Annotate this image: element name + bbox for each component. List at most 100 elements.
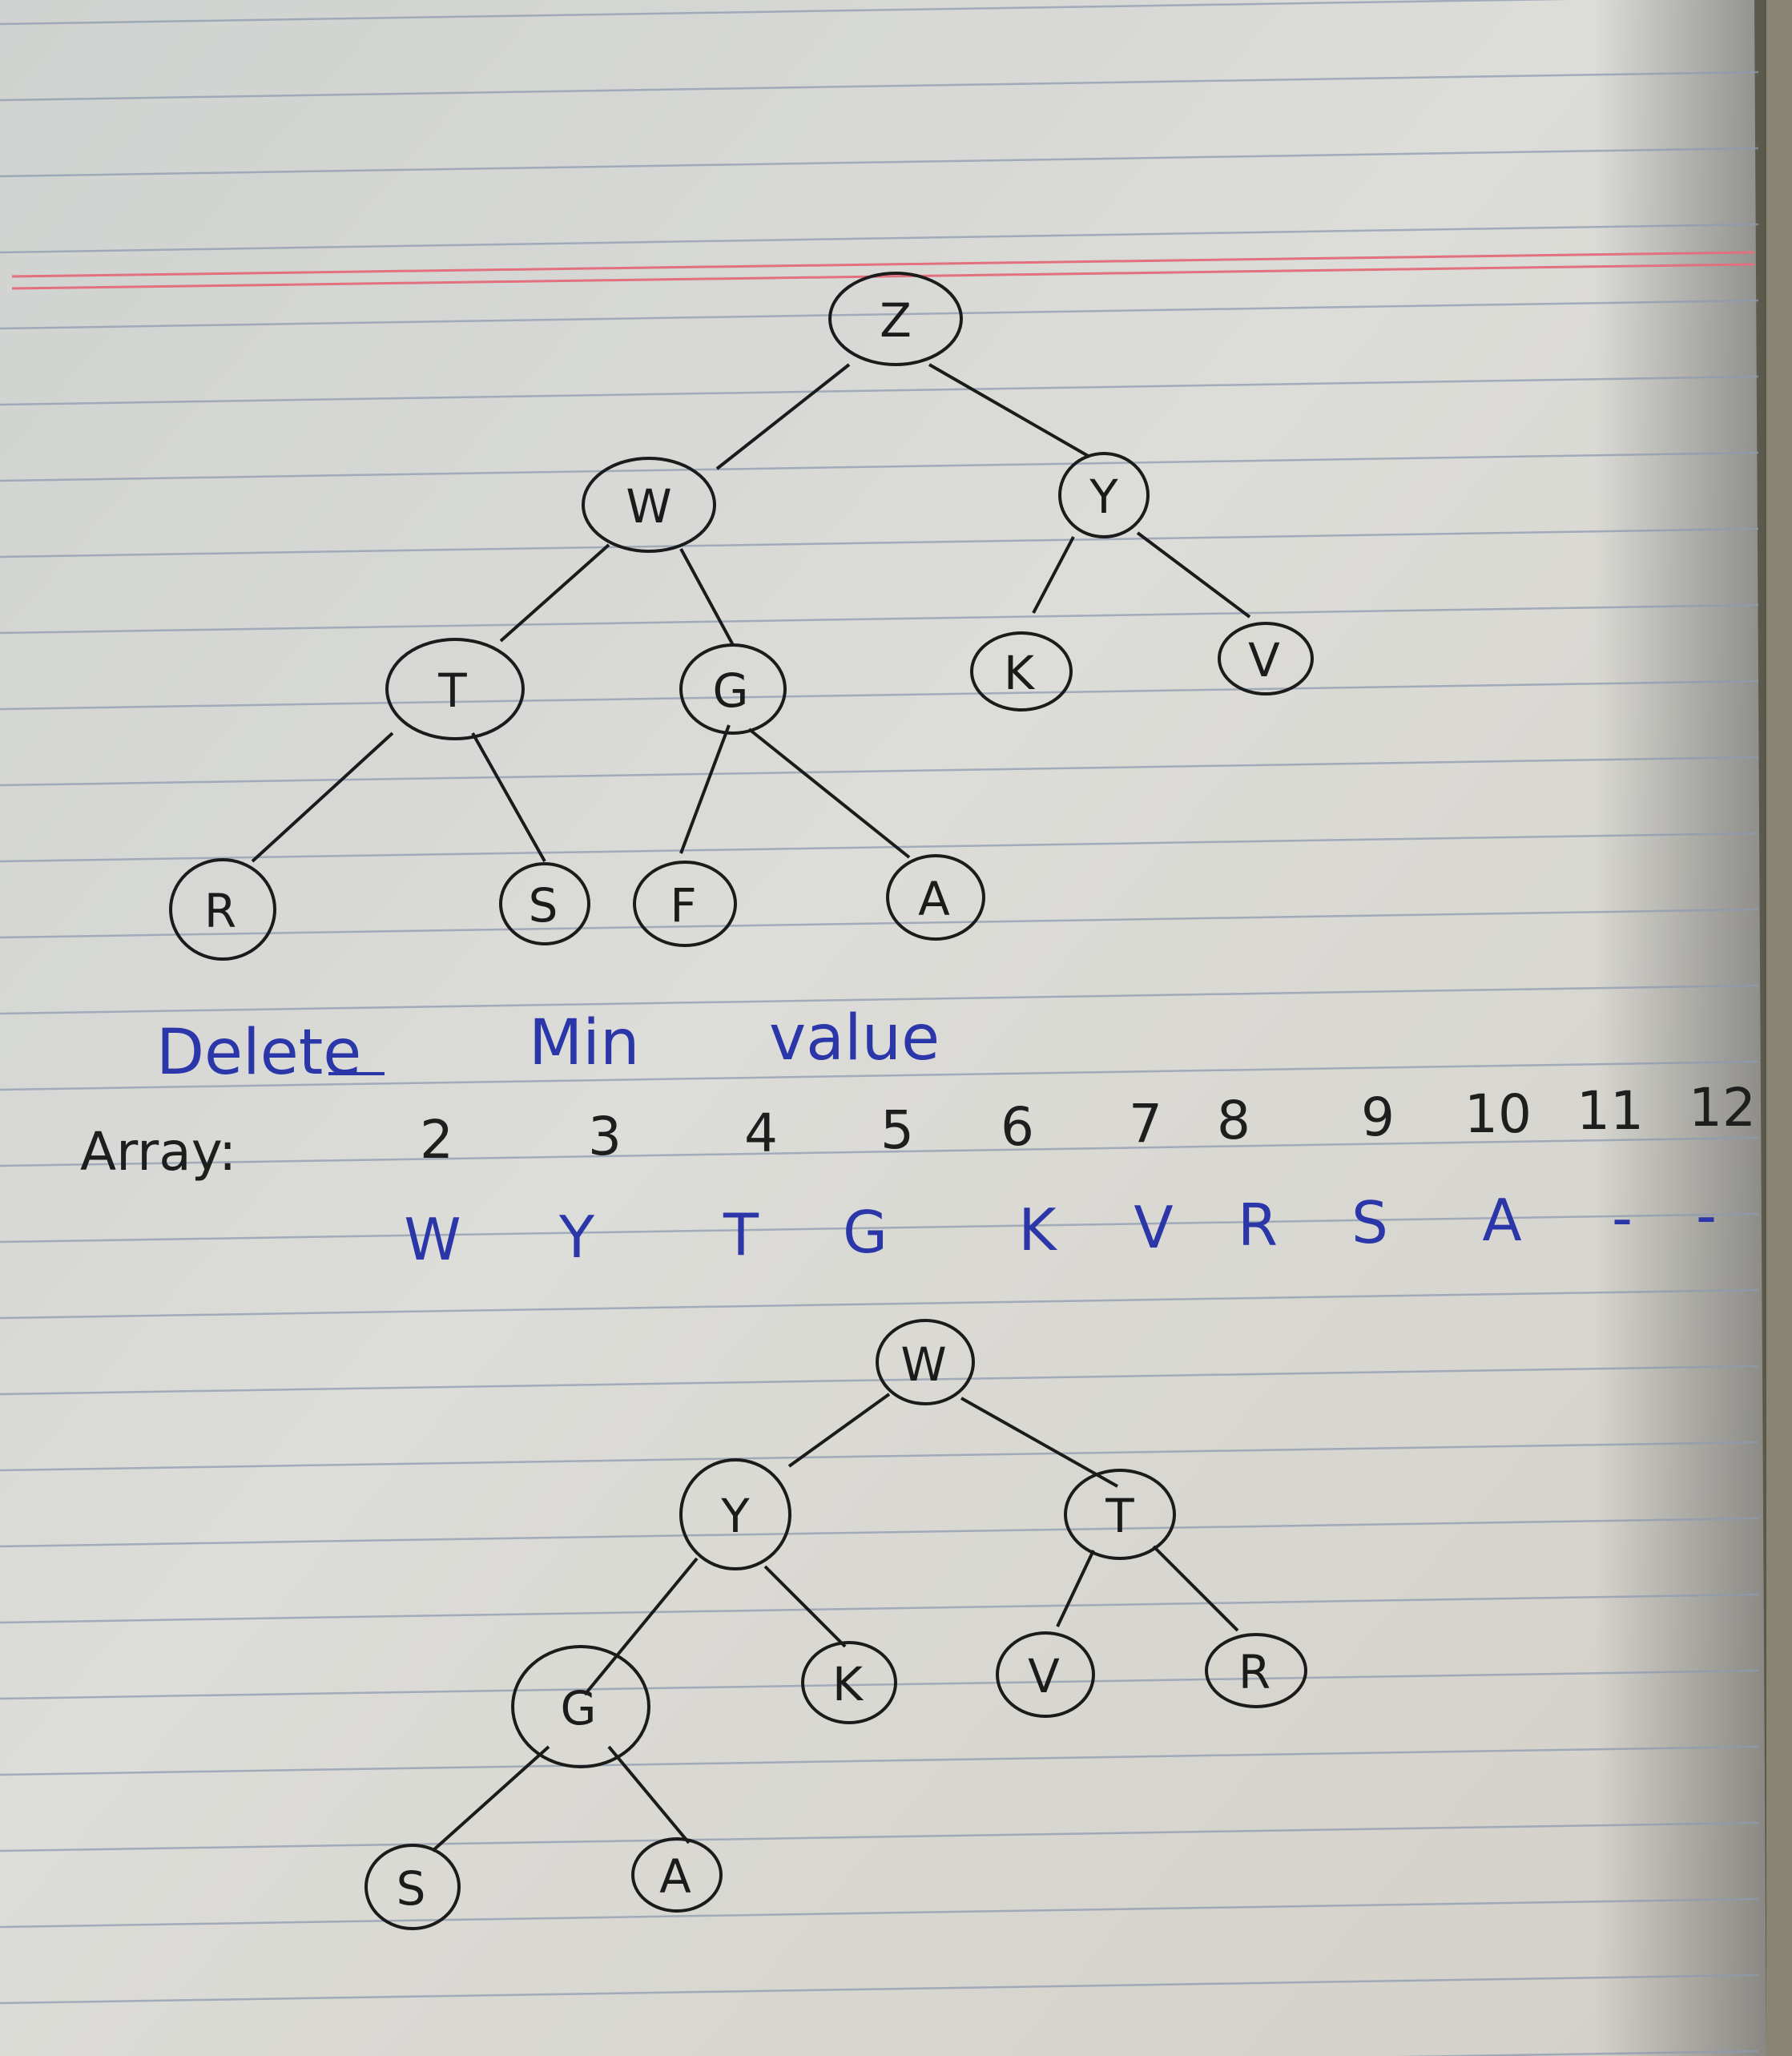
delete-min-heading: Delete Min value [156, 1002, 940, 1089]
tree-after-labels: W Y T G K V R S A [397, 1337, 1271, 1916]
node-label: V [1248, 633, 1280, 687]
tree-node [1064, 1469, 1176, 1560]
edge-t-s [471, 732, 546, 862]
node-label: W [900, 1337, 946, 1392]
rule-line [0, 71, 1759, 102]
array-index: 3 [588, 1106, 622, 1167]
rule-line [0, 756, 1759, 787]
tree-node [886, 854, 985, 941]
rule-line [0, 1365, 1759, 1396]
rule-line [0, 1745, 1759, 1776]
array-index: 6 [1001, 1096, 1034, 1158]
edge-y-g [583, 1557, 699, 1696]
array-index: 7 [1129, 1093, 1162, 1155]
margin-line [11, 251, 1755, 290]
rule-line [0, 451, 1759, 482]
tree-before [251, 363, 1251, 863]
array-value: V [1134, 1194, 1173, 1261]
array-value: R [1238, 1191, 1278, 1259]
tree-node [679, 643, 787, 735]
array-value: A [1482, 1187, 1521, 1254]
edge-w-t [960, 1397, 1118, 1488]
node-label: Y [720, 1489, 750, 1543]
tree-node [996, 1631, 1095, 1718]
node-label: A [659, 1849, 691, 1904]
page-edge-shadow [1594, 0, 1766, 2056]
array-value: T [723, 1201, 759, 1268]
node-label: G [713, 663, 749, 718]
array-label: Array: [80, 1121, 236, 1183]
rule-line [0, 375, 1759, 406]
heading-word: Min [529, 1007, 639, 1079]
node-label: S [529, 878, 558, 933]
edge-w-y [787, 1393, 891, 1468]
tree-before-nodes [169, 272, 1314, 961]
edge-g-f [679, 724, 731, 854]
tree-node [828, 272, 963, 366]
edge-t-v [1056, 1550, 1095, 1627]
rule-line [0, 1212, 1759, 1244]
rule-line [0, 147, 1759, 178]
tree-node [499, 862, 590, 945]
tree-node [169, 858, 276, 961]
rule-line [0, 832, 1759, 863]
edge-z-w [715, 363, 851, 470]
node-label: F [670, 878, 696, 933]
array-index: 2 [420, 1109, 453, 1171]
rule-line [0, 1288, 1759, 1320]
tree-node [511, 1645, 650, 1768]
array-value: - [1696, 1182, 1717, 1249]
tree-node [1218, 622, 1314, 695]
rule-line [0, 1669, 1759, 1700]
node-label: A [918, 872, 950, 926]
array-value: S [1351, 1189, 1388, 1256]
edge-w-g [679, 548, 735, 646]
edge-y-k [763, 1565, 847, 1648]
node-label: Z [880, 293, 912, 348]
array-index: 5 [880, 1099, 914, 1161]
node-label: K [832, 1657, 864, 1711]
edge-w-t [499, 543, 610, 643]
array-index: 12 [1689, 1077, 1756, 1139]
edge-t-r [1152, 1545, 1239, 1632]
array-index: 8 [1217, 1090, 1250, 1151]
rule-line [0, 984, 1759, 1015]
tree-node [876, 1319, 975, 1405]
rule-line [0, 527, 1759, 558]
edge-g-a [747, 728, 911, 859]
rule-line [0, 1973, 1759, 2005]
tree-node [970, 631, 1073, 712]
array-index: 4 [744, 1103, 778, 1164]
node-label: Y [1089, 470, 1118, 524]
tree-node [679, 1458, 791, 1570]
tree-node [801, 1641, 897, 1724]
node-label: R [204, 884, 236, 938]
node-label: K [1004, 646, 1036, 700]
node-label: V [1028, 1649, 1060, 1703]
array-value: Y [558, 1203, 595, 1271]
rule-line [0, 1897, 1759, 1929]
edge-g-s [431, 1745, 550, 1852]
rule-line [0, 1517, 1759, 1548]
rule-line [0, 1593, 1759, 1624]
node-label: W [626, 479, 671, 534]
node-label: S [397, 1861, 426, 1916]
rule-line [0, 679, 1759, 711]
tree-node [1205, 1633, 1307, 1708]
tree-before-labels: Z W Y T G K V R S F A [204, 293, 1280, 938]
edge-y-k [1032, 536, 1075, 614]
rule-line [0, 1441, 1759, 1472]
node-label: T [1105, 1489, 1134, 1543]
array-value: - [1612, 1184, 1633, 1252]
edge-z-y [928, 363, 1090, 458]
tree-node [385, 638, 525, 740]
array-value: K [1018, 1196, 1057, 1264]
node-label: R [1238, 1645, 1271, 1699]
edge-g-a [607, 1745, 691, 1844]
tree-node [582, 457, 716, 553]
